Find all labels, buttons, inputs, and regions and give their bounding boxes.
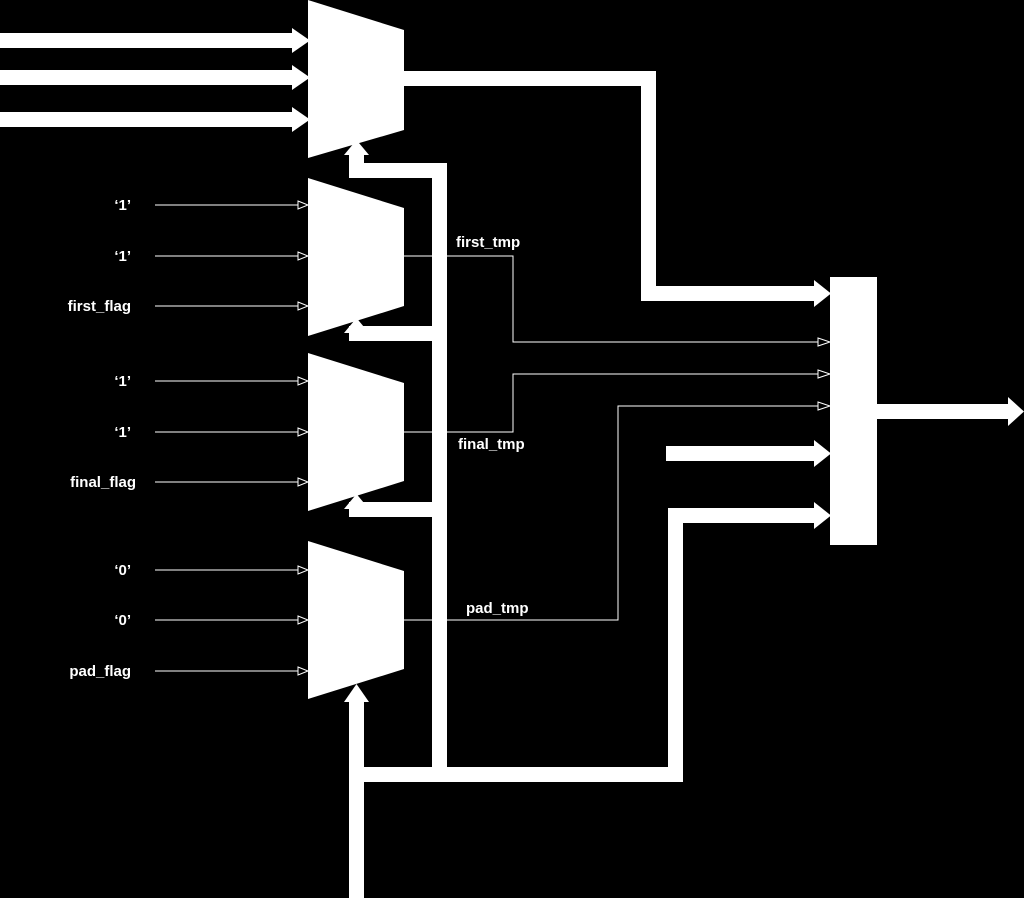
top-mux-output-bus-vertical bbox=[641, 71, 656, 301]
mux-pad-wire-select-arrowhead bbox=[297, 666, 310, 676]
mux-final-input-a-label: ‘1’ bbox=[114, 373, 131, 390]
mux-first-input-a-label: ‘1’ bbox=[114, 197, 131, 214]
mux-pad-inputs bbox=[155, 565, 310, 676]
mux-first-select-label: first_flag bbox=[68, 298, 131, 315]
mux-final bbox=[308, 353, 404, 511]
select-branch-first-arrowhead bbox=[344, 318, 369, 333]
bottom-control-bus bbox=[344, 163, 831, 898]
pad-tmp-wire bbox=[404, 405, 820, 621]
select-branch-final-vertical bbox=[349, 506, 364, 517]
top-bus-input-2 bbox=[0, 70, 296, 85]
mux-output-wires bbox=[404, 255, 832, 621]
mux-first-wire-select-arrowhead bbox=[297, 301, 310, 311]
select-bus-riser bbox=[432, 163, 447, 782]
concat-output-bus bbox=[877, 404, 1010, 419]
top-mux-output-bus-horizontal bbox=[404, 71, 656, 86]
mux-input-labels: ‘1’ ‘1’ first_flag ‘1’ ‘1’ final_flag ‘0… bbox=[68, 197, 136, 680]
mux-first-wire-a-arrowhead bbox=[297, 200, 310, 210]
mux-first bbox=[308, 178, 404, 336]
output-concat-block bbox=[830, 277, 877, 545]
top-bus-inputs bbox=[0, 28, 310, 132]
select-branch-top-vertical bbox=[349, 154, 364, 178]
first-tmp-label: first_tmp bbox=[456, 234, 520, 251]
top-mux-output-bus bbox=[404, 71, 831, 307]
mux-first-inputs bbox=[155, 200, 310, 311]
top-bus-input-2-arrowhead bbox=[292, 65, 310, 90]
mux-top bbox=[308, 0, 404, 158]
mux-pad bbox=[308, 541, 404, 699]
top-mux-output-bus-feed bbox=[641, 286, 818, 301]
select-branch-first-vertical bbox=[349, 330, 364, 341]
mux-pad-wire-b-arrowhead bbox=[297, 615, 310, 625]
top-bus-input-3 bbox=[0, 112, 296, 127]
pad-tmp-wire-arrowhead bbox=[817, 401, 832, 411]
first-tmp-wire-arrowhead bbox=[817, 337, 832, 347]
mux-final-wire-select-arrowhead bbox=[297, 477, 310, 487]
concat-output-arrowhead bbox=[1008, 397, 1024, 426]
select-branch-final-arrowhead bbox=[344, 494, 369, 509]
final-tmp-label: final_tmp bbox=[458, 436, 525, 453]
select-branch-first-horizontal bbox=[349, 326, 447, 341]
concat-extra-input-bus-arrowhead bbox=[814, 440, 831, 467]
signal-labels: first_tmp final_tmp pad_tmp bbox=[456, 234, 529, 617]
bottom-bus-right-riser bbox=[668, 508, 683, 782]
bottom-bus-trunk bbox=[349, 700, 364, 898]
mux-final-select-label: final_flag bbox=[70, 474, 136, 491]
top-bus-input-3-arrowhead bbox=[292, 107, 310, 132]
bottom-bus-right-feed bbox=[668, 508, 818, 523]
mux-pad-select-label: pad_flag bbox=[69, 663, 131, 680]
top-mux-output-bus-arrowhead bbox=[814, 280, 831, 307]
select-branch-top-horizontal bbox=[349, 163, 447, 178]
select-branch-final-horizontal bbox=[349, 502, 447, 517]
final-tmp-wire-arrowhead bbox=[817, 369, 832, 379]
concat-extra-input-bus bbox=[666, 440, 831, 467]
concat-extra-input-bus-body bbox=[666, 446, 818, 461]
select-branch-top-arrowhead bbox=[344, 140, 369, 155]
bottom-bus-right-arrowhead bbox=[814, 502, 831, 529]
mux-pad-input-b-label: ‘0’ bbox=[114, 612, 131, 629]
mux-first-wire-b-arrowhead bbox=[297, 251, 310, 261]
first-tmp-wire bbox=[404, 255, 820, 343]
top-bus-input-1-arrowhead bbox=[292, 28, 310, 53]
mux-pad-input-a-label: ‘0’ bbox=[114, 562, 131, 579]
mux-pad-wire-a-arrowhead bbox=[297, 565, 310, 575]
mux-final-input-b-label: ‘1’ bbox=[114, 424, 131, 441]
mux-final-inputs bbox=[155, 376, 310, 487]
final-tmp-wire bbox=[404, 373, 820, 433]
pad-tmp-label: pad_tmp bbox=[466, 600, 529, 617]
select-bus-branches bbox=[344, 140, 447, 517]
top-bus-input-1 bbox=[0, 33, 296, 48]
concat-output bbox=[877, 397, 1024, 426]
mux-final-wire-a-arrowhead bbox=[297, 376, 310, 386]
mux-final-wire-b-arrowhead bbox=[297, 427, 310, 437]
bottom-bus-horizontal bbox=[349, 767, 683, 782]
mux-first-input-b-label: ‘1’ bbox=[114, 248, 131, 265]
bottom-bus-trunk-arrowhead bbox=[344, 684, 369, 702]
